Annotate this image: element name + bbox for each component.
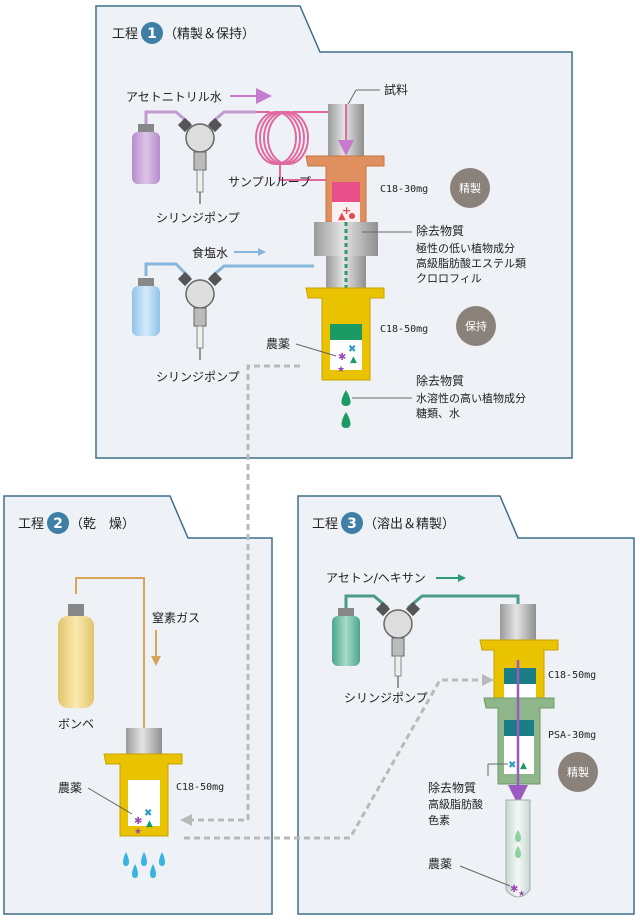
svg-text:▲: ▲: [146, 819, 153, 829]
collection-tube: ✱ ★: [505, 799, 531, 898]
step2-number: 2: [53, 516, 63, 532]
step3-title-suffix: （溶出＆精製）: [364, 517, 455, 532]
pesticide-label-2: 農薬: [58, 781, 82, 795]
teal-bottle: [332, 608, 360, 666]
step3-title-prefix: 工程: [312, 517, 338, 532]
syringe-pump-b-label: シリンジポンプ: [156, 370, 240, 384]
saline-water-label: 食塩水: [192, 245, 228, 260]
step1-title-suffix: （精製＆保持）: [164, 27, 255, 42]
step1-to-step2-arrow: [188, 364, 300, 822]
purify-badge-1-text: 精製: [459, 181, 481, 195]
removed1-title: 除去物質: [416, 223, 464, 238]
step3-arrowhead: [482, 674, 494, 686]
svg-text:▲: ▲: [520, 761, 527, 771]
svg-text:✖: ✖: [144, 808, 152, 819]
sample-loop-label: サンプルループ: [228, 175, 311, 189]
syringe-pump-a-label: シリンジポンプ: [156, 211, 240, 225]
removed3-line1: 高級脂肪酸: [428, 797, 483, 811]
c18-50-cartridge-1: [305, 287, 385, 381]
purify-badge-3: [558, 752, 598, 792]
removed3-title: 除去物質: [428, 780, 476, 795]
removed1-line1: 極性の低い植物成分: [416, 241, 515, 255]
syringe-pump-b-icon: [177, 271, 223, 360]
removed2-title: 除去物質: [416, 373, 464, 388]
contaminant-triangle: ▲: [338, 211, 346, 222]
pesticide-label-1: 農薬: [266, 337, 290, 351]
green-drop-2: [341, 412, 351, 428]
nitrogen-gas-label: 窒素ガス: [152, 610, 200, 625]
retain-badge: [456, 306, 496, 346]
step2-to-step3-arrow: [184, 678, 484, 840]
step1-panel: 工程 1 （精製＆保持） アセトニトリル水 シリンジポンプ: [95, 5, 573, 459]
green-drop-1: [341, 390, 351, 406]
svg-text:✱: ✱: [134, 816, 142, 827]
c18-50-label-2: C18-50mg: [176, 782, 224, 793]
c18-50-cartridge-2: [103, 753, 183, 837]
removed3-line2: 色素: [428, 813, 450, 827]
acetonitrile-water-label: アセトニトリル水: [126, 90, 222, 104]
step1-number-badge: [141, 22, 163, 44]
c18-50-label-1: C18-50mg: [380, 324, 428, 335]
step2-panel: 工程 2 （乾 燥） 窒素ガス ボンベ ✖ ▲ ✱ ★ C18-50mg 農薬: [3, 495, 273, 915]
step3-number: 3: [347, 516, 357, 532]
svg-text:★: ★: [518, 889, 525, 898]
step2-arrowhead: [180, 814, 192, 826]
step1-number: 1: [147, 26, 157, 42]
removed2-line1: 水溶性の高い植物成分: [416, 391, 526, 405]
cylinder-label: ボンベ: [58, 717, 94, 731]
removed2-line2: 糖類、水: [416, 406, 460, 420]
c18-50-label-3: C18-50mg: [548, 670, 596, 681]
svg-text:✱: ✱: [510, 884, 518, 895]
lavender-bottle: [132, 124, 160, 184]
psa-30-label: PSA-30mg: [548, 730, 596, 741]
svg-text:★: ★: [337, 365, 345, 375]
removed1-line2: 高級脂肪酸エステル類: [416, 256, 526, 270]
c18-30-cartridge: ▲ +: [305, 155, 385, 223]
blue-bottle: [132, 278, 160, 336]
step3-number-badge: [341, 512, 363, 534]
contaminant-plus: +: [342, 204, 351, 217]
retain-badge-text: 保持: [465, 319, 487, 333]
step3-panel: 工程 3 （溶出＆精製） アセトン/ヘキサン シリンジポンプ: [297, 495, 635, 915]
svg-text:✱: ✱: [338, 352, 346, 363]
c18-30-label: C18-30mg: [380, 184, 428, 195]
nitrogen-line: [75, 577, 145, 738]
step2-title-prefix: 工程: [18, 517, 44, 532]
svg-text:★: ★: [134, 827, 142, 837]
sample-label: 試料: [384, 82, 408, 97]
step1-title-prefix: 工程: [112, 27, 138, 42]
pesticide-label-3: 農薬: [428, 857, 452, 871]
removed1-line3: クロロフィル: [416, 272, 482, 285]
purify-badge-3-text: 精製: [567, 765, 589, 779]
gas-cylinder: [58, 604, 94, 708]
transfer-arrows: [184, 364, 484, 840]
svg-text:✖: ✖: [508, 760, 516, 771]
acetone-hexane-label: アセトン/ヘキサン: [326, 571, 426, 585]
step2-title-suffix: （乾 燥）: [70, 517, 135, 532]
syringe-pump-3-icon: [375, 601, 421, 688]
syringe-pump-3-label: シリンジポンプ: [344, 691, 428, 705]
svg-text:✖: ✖: [348, 344, 356, 355]
step2-number-badge: [47, 512, 69, 534]
purify-badge-1: [450, 168, 490, 208]
svg-text:▲: ▲: [350, 355, 357, 365]
